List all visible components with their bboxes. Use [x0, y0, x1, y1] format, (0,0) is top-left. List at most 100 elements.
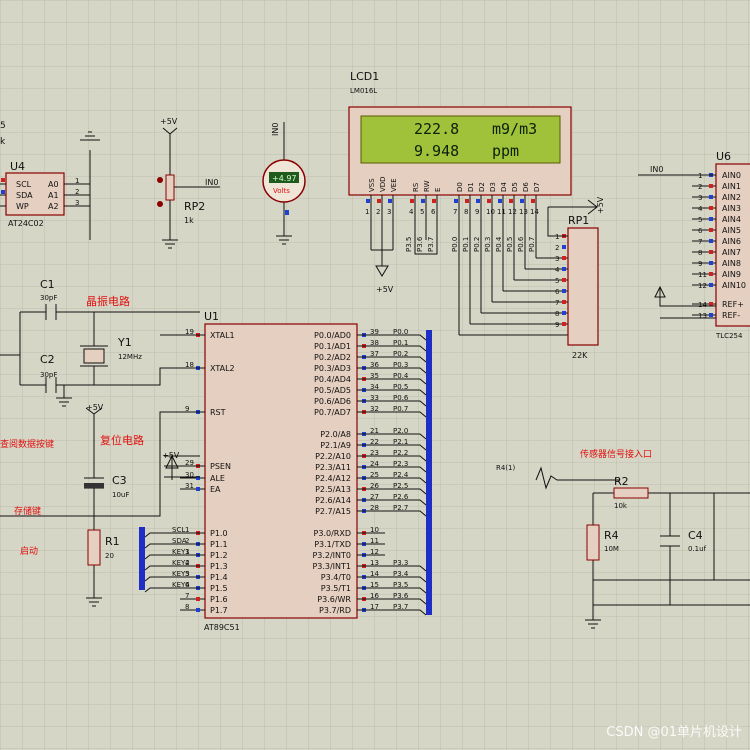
u1-right-pin-num-16: 10	[370, 526, 379, 534]
y1-crystal-body	[83, 348, 105, 364]
sensor-circuit[interactable]	[535, 466, 750, 629]
u1-right-net-7: P0.7	[393, 405, 408, 413]
voltmeter-probe	[285, 210, 289, 215]
u1-right-pin-12: P2.4/A12	[315, 474, 351, 483]
reset-circuit-label: 复位电路	[100, 433, 144, 447]
lcd-pin-num-5: 6	[431, 208, 436, 216]
u4-eeprom[interactable]: 5 k U4 SCL SDA WP A0 A1 A2 1 2 3 AT24C02	[0, 121, 100, 240]
u1-left-pin-9: P1.3	[210, 562, 228, 571]
u1-microcontroller[interactable]: U1 XTAL119XTAL218RST9PSEN29ALE30EA31P1.0…	[139, 310, 432, 632]
u1-left-pin-num-13: 8	[185, 603, 189, 611]
query-key-label: 查阅数据按键	[0, 438, 54, 450]
u1-right-pin-17: P3.1/TXD	[314, 540, 351, 549]
u6-probe-8	[709, 261, 713, 265]
u1-left-pin-num-12: 7	[185, 592, 189, 600]
u1-left-pin-4: ALE	[210, 474, 225, 483]
lcd-pin-num-3: 4	[409, 208, 414, 216]
u1-right-net-0: P0.0	[393, 328, 408, 336]
lcd-pin-3: RS	[412, 182, 420, 192]
lcd-data-net-3: P0.3	[484, 237, 492, 252]
u1-right-pin-num-2: 37	[370, 350, 379, 358]
u1-right-pin-num-21: 15	[370, 581, 379, 589]
u6-pin-7: AIN7	[722, 248, 741, 257]
u1-right-net-11: P2.3	[393, 460, 408, 468]
lcd-pin-1: VDD	[379, 176, 387, 192]
u4-pin-a1: A1	[48, 191, 59, 200]
u6-model: TLC254	[715, 332, 743, 340]
u6-probe-7	[709, 250, 713, 254]
rp2-down-button[interactable]	[157, 201, 163, 207]
u6-probe-12	[709, 313, 713, 317]
u1-right-pin-num-20: 14	[370, 570, 379, 578]
crystal-circuit[interactable]	[0, 304, 200, 407]
lcd-pin-num-6: 7	[453, 208, 457, 216]
u1-right-pin-num-6: 33	[370, 394, 379, 402]
r2-value: 10k	[614, 502, 628, 510]
voltmeter[interactable]: IN0 +4.97 Volts	[262, 122, 306, 245]
rp1-pin-num-0: 1	[555, 233, 559, 241]
u4-pin-sda: SDA	[16, 191, 33, 200]
c4-ref: C4	[688, 529, 703, 542]
lcd-probe-2	[388, 199, 392, 203]
lcd-probe-0	[366, 199, 370, 203]
lcd-pin-5: E	[434, 188, 442, 192]
lcd-probe-8	[476, 199, 480, 203]
u4-left-partial-label: 5	[0, 121, 6, 131]
rp1-probe-2	[562, 256, 566, 260]
rp2-up-button[interactable]	[157, 177, 163, 183]
lcd-pin-num-2: 3	[387, 208, 391, 216]
u1-right-pin-num-7: 32	[370, 405, 379, 413]
lcd-pin-num-10: 11	[497, 208, 506, 216]
u1-right-net-14: P2.6	[393, 493, 409, 501]
u1-left-pin-num-8: 3	[185, 548, 189, 556]
u1-left-pin-10: P1.4	[210, 573, 228, 582]
u1-right-pin-num-15: 28	[370, 504, 379, 512]
u1-right-pin-7: P0.7/AD7	[314, 408, 351, 417]
u1-model: AT89C51	[204, 623, 240, 632]
u1-right-pin-9: P2.1/A9	[320, 441, 351, 450]
rp2-potentiometer[interactable]: +5V IN0 RP2 1k	[157, 117, 220, 249]
u1-right-pin-1: P0.1/AD1	[314, 342, 351, 351]
u1-left-pin-num-10: 5	[185, 570, 189, 578]
u6-pin-num-9: 11	[698, 271, 707, 279]
lcd-pin-13: D7	[533, 182, 541, 192]
c3-ref: C3	[112, 474, 127, 487]
u1-right-pin-5: P0.5/AD5	[314, 386, 351, 395]
u1-right-pin-10: P2.2/A10	[315, 452, 351, 461]
u1-right-net-19: P3.3	[393, 559, 408, 567]
lcd-line2-unit: ppm	[492, 142, 519, 160]
u1-left-pin-num-11: 6	[185, 581, 190, 589]
u6-pin-10: AIN10	[722, 281, 746, 290]
u1-right-net-2: P0.2	[393, 350, 408, 358]
u1-left-pin-num-1: 18	[185, 361, 194, 369]
u1-right-pin-11: P2.3/A11	[315, 463, 351, 472]
u1-right-pin-21: P3.5/T1	[321, 584, 351, 593]
lcd-probe-3	[410, 199, 414, 203]
lcd-data-net-1: P0.1	[462, 237, 470, 252]
u1-body	[204, 323, 358, 619]
u6-pin-12: REF-	[722, 311, 740, 320]
u1-right-pin-num-22: 16	[370, 592, 379, 600]
u1-left-probe-4	[196, 476, 200, 480]
u6-adc[interactable]: U6 AIN01AIN12AIN23AIN34AIN45AIN56AIN67AI…	[638, 150, 750, 340]
u6-pin-0: AIN0	[722, 171, 741, 180]
u1-right-net-3: P0.3	[393, 361, 408, 369]
u4-probe-blue	[1, 190, 5, 194]
rp2-ref: RP2	[184, 200, 205, 213]
u1-right-net-8: P2.0	[393, 427, 408, 435]
u1-left-pin-num-6: 1	[185, 526, 189, 534]
u1-right-pin-num-9: 22	[370, 438, 379, 446]
u1-right-pin-num-23: 17	[370, 603, 379, 611]
lcd-module[interactable]: LCD1 LM016L 222.8 m9/m3 9.948 ppm VSS1VD…	[348, 70, 572, 336]
u1-right-net-6: P0.6	[393, 394, 409, 402]
rp1-supply: +5V	[596, 196, 605, 214]
rp1-probe-1	[562, 245, 566, 249]
u1-right-pin-23: P3.7/RD	[319, 606, 351, 615]
u4-pin-num-2: 2	[75, 188, 79, 196]
c2-value: 30pF	[40, 371, 57, 379]
u1-left-pin-12: P1.6	[210, 595, 228, 604]
u6-pin-labels: AIN01AIN12AIN23AIN34AIN45AIN56AIN67AIN78…	[692, 171, 746, 320]
